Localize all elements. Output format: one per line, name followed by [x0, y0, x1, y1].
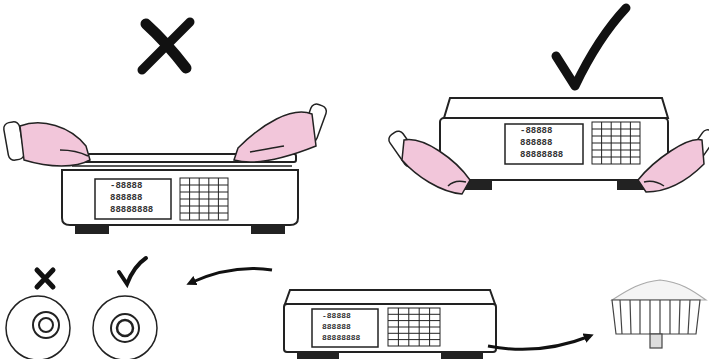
hand [60, 150, 88, 156]
level-bubble [6, 296, 157, 359]
scale-correct-lift [505, 124, 583, 164]
hand [644, 181, 664, 186]
display-digits: -88888 [110, 182, 142, 191]
scale-level [388, 327, 440, 328]
pointer-arrow [190, 269, 272, 283]
scale-wrong-lift [95, 179, 171, 219]
scale-level [298, 352, 338, 359]
scale-level [388, 308, 440, 346]
bubble-marks [37, 258, 146, 287]
scale-level [312, 309, 378, 347]
scale-level [285, 290, 495, 304]
display-digits: 888888 [322, 323, 351, 331]
scale-correct-lift [592, 143, 640, 144]
level-bubble [117, 320, 133, 336]
scale-level [388, 333, 440, 334]
bubble-marks [119, 258, 146, 284]
bubble-marks [37, 270, 53, 287]
hand [250, 146, 284, 152]
scale-wrong-lift [180, 185, 228, 186]
scale-level [388, 339, 440, 340]
wrong-mark [142, 22, 190, 70]
scale-level [388, 320, 440, 321]
scale-wrong-lift [180, 178, 228, 220]
adjustable-foot [620, 300, 690, 334]
scale-correct-lift [592, 157, 640, 158]
adjustable-foot [650, 334, 662, 348]
scale-wrong-lift [180, 206, 228, 207]
pointer-arrow [190, 269, 590, 350]
level-bubble [39, 318, 53, 332]
scale-wrong-lift [180, 213, 228, 214]
pointer-arrow [488, 336, 590, 349]
correct-mark [556, 8, 626, 86]
adjustable-foot [612, 280, 706, 348]
scale-correct-lift [440, 98, 668, 189]
scale-correct-lift [444, 98, 668, 118]
scale-wrong-lift [180, 192, 228, 193]
scale-wrong-lift [180, 199, 228, 200]
scale-correct-lift [592, 122, 640, 164]
scale-correct-lift [592, 150, 640, 151]
scale-level [388, 308, 440, 346]
hand [402, 140, 470, 194]
display-digits: 88888888 [520, 151, 563, 160]
level-bubble [93, 296, 157, 359]
scale-correct-lift [592, 129, 640, 130]
display-digits: 88888888 [110, 206, 153, 215]
scale-wrong-lift [72, 165, 292, 167]
hand [3, 102, 328, 166]
scale-wrong-lift [62, 170, 298, 225]
level-bubble [33, 312, 59, 338]
level-bubble [111, 314, 139, 342]
hand [387, 127, 709, 194]
scale-wrong-lift [62, 154, 298, 233]
scale-wrong-lift [252, 225, 284, 233]
scale-correct-lift [592, 122, 640, 164]
hand [448, 181, 466, 186]
hand [20, 123, 90, 166]
scale-wrong-lift [180, 178, 228, 220]
correct-mark [556, 8, 626, 86]
display-digits: -88888 [322, 312, 351, 320]
wrong-mark [142, 22, 190, 70]
hand [638, 140, 704, 192]
display-digits: 888888 [520, 139, 552, 148]
level-bubble [6, 296, 70, 359]
display-digits: 88888888 [322, 334, 360, 342]
scale-level [442, 352, 482, 359]
display-digits: 888888 [110, 194, 142, 203]
adjustable-foot [612, 300, 700, 334]
display-digits: -88888 [520, 127, 552, 136]
hand [234, 112, 316, 162]
adjustable-foot [612, 280, 706, 300]
scale-level [284, 304, 496, 352]
scale-correct-lift [592, 136, 640, 137]
scale-correct-lift [440, 118, 668, 180]
scale-level [388, 314, 440, 315]
scale-wrong-lift [76, 225, 108, 233]
scale-level [284, 290, 496, 359]
